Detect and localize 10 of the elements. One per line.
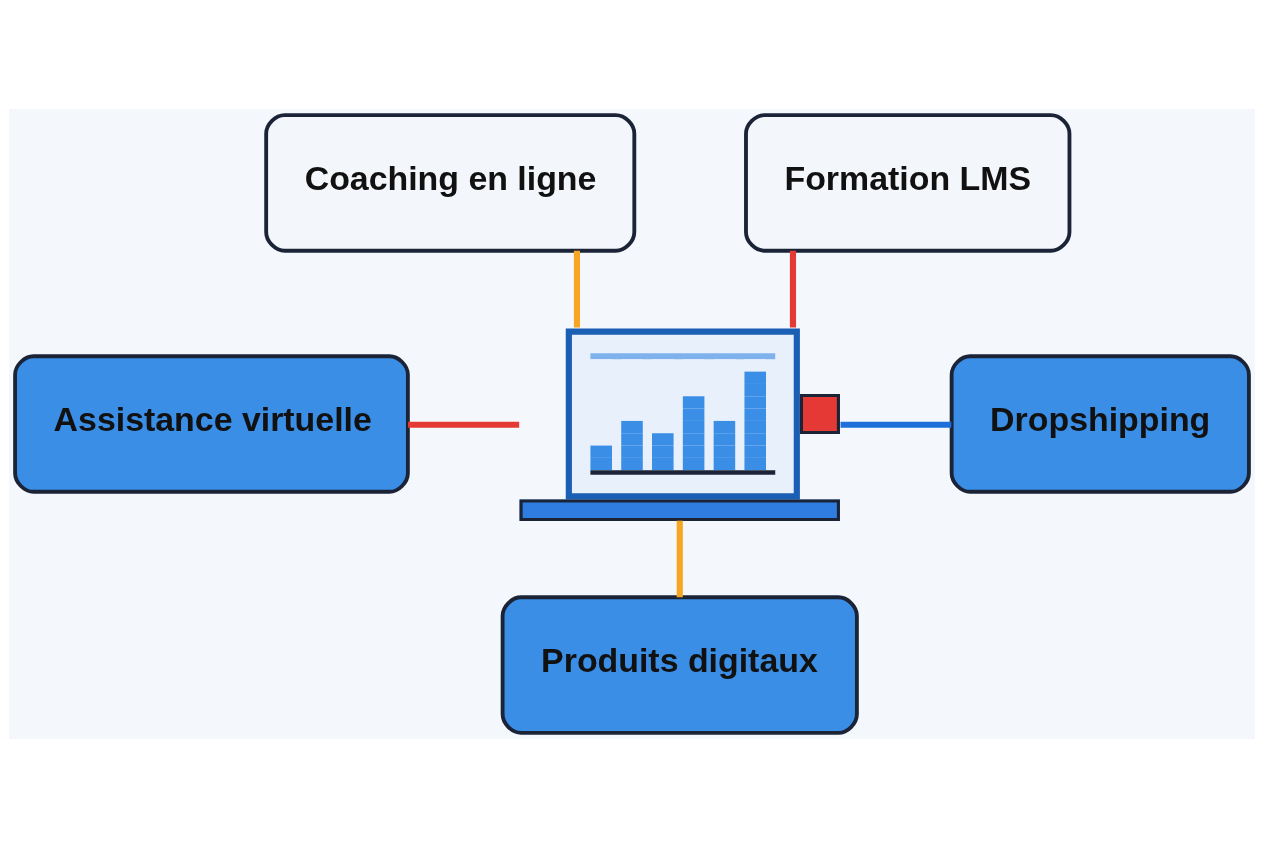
connector <box>789 250 797 328</box>
connector <box>676 520 683 598</box>
node-box: Formation LMS <box>744 113 1072 253</box>
node-box: Assistance virtuelle <box>13 354 410 494</box>
node-box: Coaching en ligne <box>264 113 637 253</box>
connector <box>573 250 580 328</box>
node-box: Produits digitaux <box>500 595 859 735</box>
connector <box>840 421 952 428</box>
connector <box>408 421 520 428</box>
node-box: Dropshipping <box>949 354 1251 494</box>
